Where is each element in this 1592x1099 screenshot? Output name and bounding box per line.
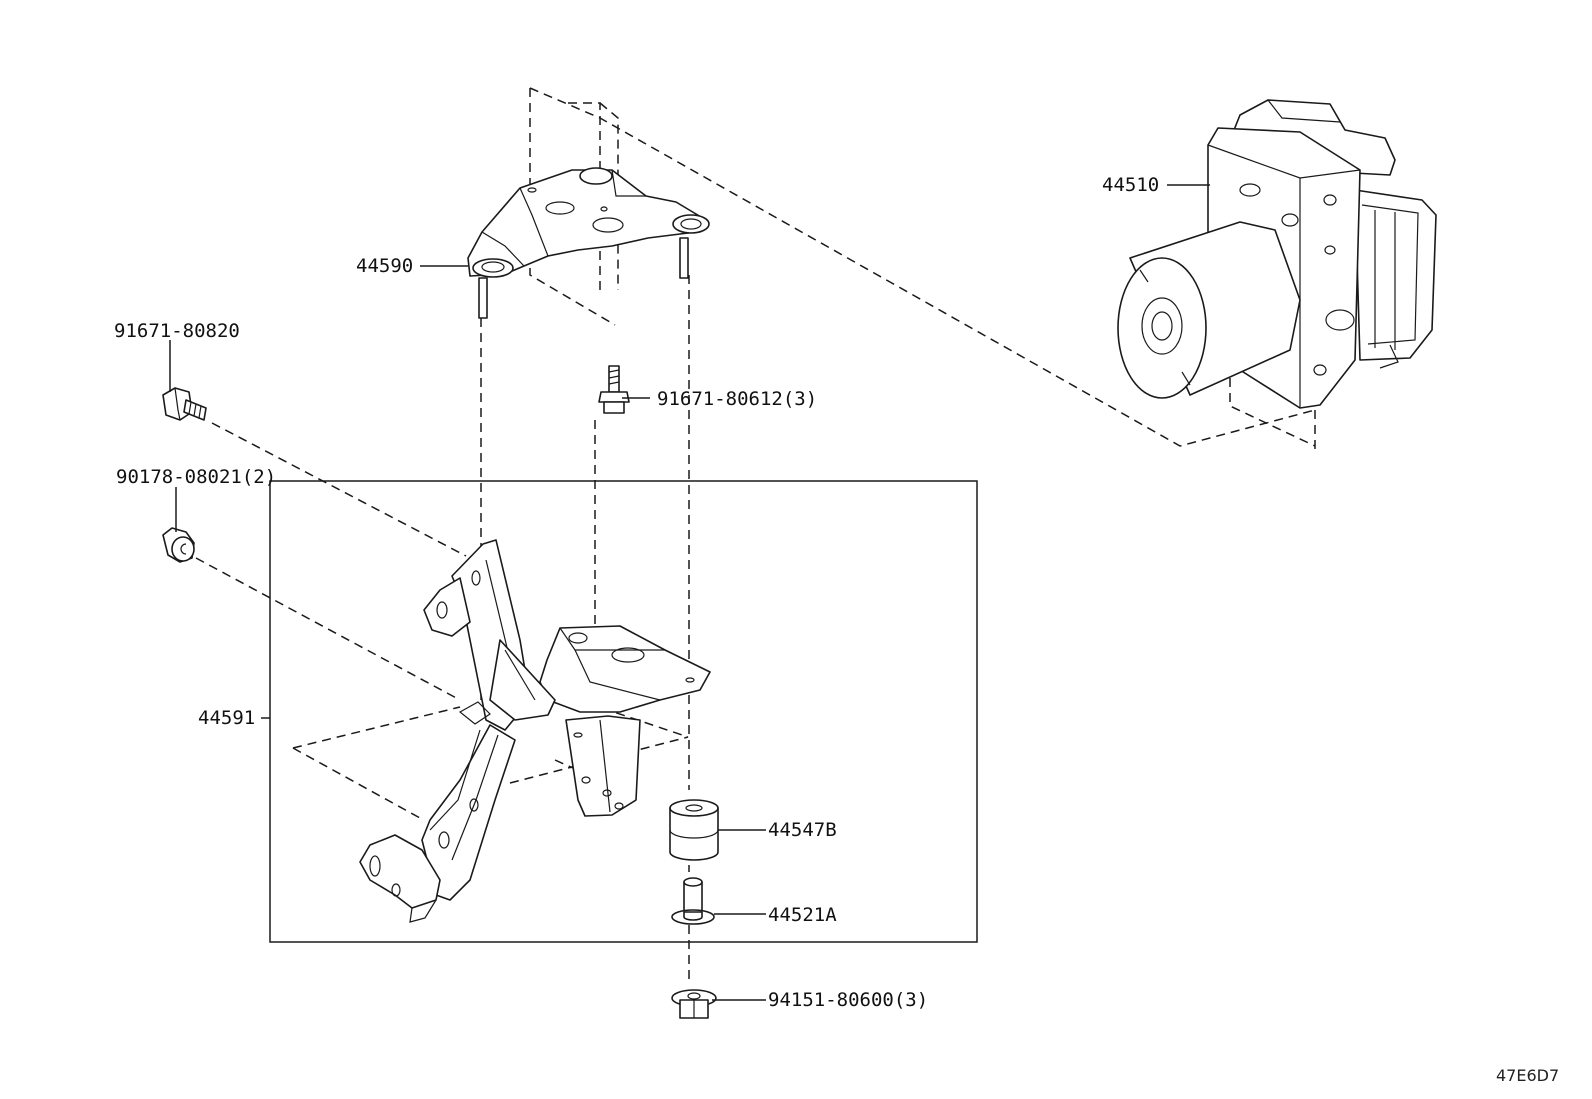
cushion-44547b[interactable] — [669, 799, 719, 861]
assembly-guide-lines — [195, 87, 1316, 985]
bolt-91671-80612[interactable] — [598, 365, 630, 414]
label-collar: 44521A — [768, 904, 837, 926]
upper-bracket-44590[interactable] — [467, 167, 710, 319]
abs-actuator-44510[interactable] — [1117, 99, 1437, 409]
leader-lines — [169, 184, 1210, 1001]
label-upper-bracket: 44590 — [356, 255, 413, 277]
label-bolt-single: 91671-80820 — [114, 320, 240, 342]
label-bolt-triple: 91671-80612(3) — [657, 388, 817, 410]
lower-bracket-44591[interactable] — [359, 539, 711, 923]
assembly-frame — [269, 480, 978, 943]
collar-44521a[interactable] — [671, 877, 715, 925]
label-nut-pair: 90178-08021(2) — [116, 466, 276, 488]
diagram-code: 47E6D7 — [1496, 1066, 1559, 1085]
label-abs-actuator: 44510 — [1102, 174, 1159, 196]
nut-94151-80600[interactable] — [671, 989, 717, 1019]
label-nut-triple: 94151-80600(3) — [768, 989, 928, 1011]
label-cushion: 44547B — [768, 819, 837, 841]
label-lower-bracket: 44591 — [198, 707, 255, 729]
nut-90178-08021[interactable] — [162, 527, 195, 563]
bolt-91671-80820[interactable] — [162, 387, 207, 421]
